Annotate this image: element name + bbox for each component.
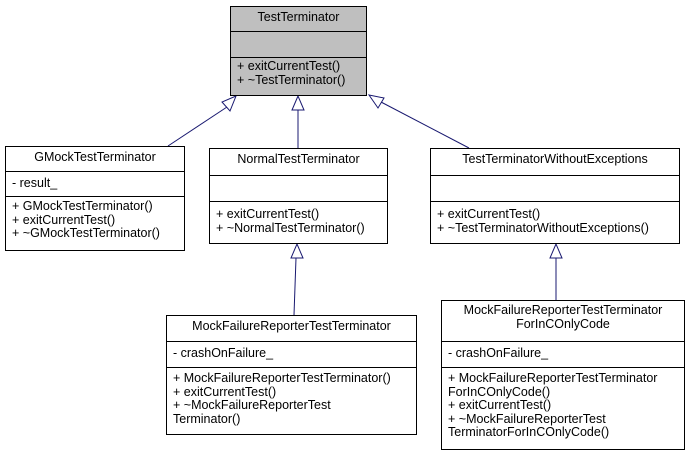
method: + GMockTestTerminator() (12, 199, 153, 213)
class-box-test-terminator[interactable]: TestTerminator + exitCurrentTest() + ~Te… (230, 6, 367, 96)
inherit-arrowhead-icon (291, 94, 305, 111)
method: ForInCOnlyCode() (448, 384, 551, 399)
edge-withoutexceptions-to-testterminator (367, 94, 470, 149)
attributes-section (231, 31, 366, 57)
class-name: TestTerminatorWithoutExceptions (462, 152, 648, 166)
attribute: - crashOnFailure_ (173, 346, 274, 360)
class-name-line: ForInCOnlyCode (516, 316, 610, 331)
methods-section: + GMockTestTerminator() + exitCurrentTes… (6, 196, 184, 243)
inherit-arrowhead-icon (221, 95, 237, 112)
method: + ~TestTerminator() (237, 72, 346, 87)
methods-section: + exitCurrentTest() + ~TestTerminator() (231, 57, 366, 89)
attribute: - result_ (12, 176, 58, 190)
attributes-section: - result_ (6, 171, 184, 196)
attributes-section: - crashOnFailure_ (167, 341, 416, 367)
attributes-section: - crashOnFailure_ (442, 341, 684, 367)
edge-normal-to-testterminator (291, 94, 305, 148)
method: + MockFailureReporterTestTerminator (448, 371, 658, 385)
class-box-gmock-test-terminator[interactable]: GMockTestTerminator - result_ + GMockTes… (5, 146, 185, 251)
method: + ~MockFailureReporterTest (173, 398, 331, 412)
method: + exitCurrentTest() (448, 398, 552, 412)
class-name: NormalTestTerminator (237, 152, 360, 166)
class-box-test-terminator-without-exceptions[interactable]: TestTerminatorWithoutExceptions + exitCu… (430, 148, 680, 244)
class-box-mock-failure-reporter-test-terminator-for-inc-only-code[interactable]: MockFailureReporterTestTerminator ForInC… (441, 300, 685, 450)
class-name: MockFailureReporterTestTerminator (192, 319, 391, 333)
methods-section: + MockFailureReporterTestTerminator() + … (167, 367, 416, 428)
methods-section: + exitCurrentTest() + ~TestTerminatorWit… (431, 201, 679, 237)
method: + MockFailureReporterTestTerminator() (173, 371, 391, 385)
methods-section: + exitCurrentTest() + ~NormalTestTermina… (210, 201, 387, 237)
method: Terminator() (173, 411, 241, 426)
method: + exitCurrentTest() (173, 384, 277, 399)
class-name: GMockTestTerminator (34, 150, 156, 164)
class-box-normal-test-terminator[interactable]: NormalTestTerminator + exitCurrentTest()… (209, 148, 388, 244)
method: + exitCurrentTest() (12, 212, 116, 227)
attribute: - crashOnFailure_ (448, 346, 549, 360)
method: + exitCurrentTest() (237, 59, 341, 73)
inherit-arrowhead-icon (549, 242, 563, 259)
method: + exitCurrentTest() (437, 207, 541, 221)
method: + ~TestTerminatorWithoutExceptions() (437, 220, 649, 235)
method: + ~NormalTestTerminator() (216, 220, 365, 235)
methods-section: + MockFailureReporterTestTerminator ForI… (442, 367, 684, 442)
inherit-arrowhead-icon (367, 94, 385, 109)
method: + ~MockFailureReporterTest (448, 411, 606, 426)
class-name-line: MockFailureReporterTestTerminator (463, 303, 663, 317)
edge-mockfailureforinc-to-withoutexceptions (549, 242, 563, 300)
method: + exitCurrentTest() (216, 207, 320, 221)
method: TerminatorForInCOnlyCode() (448, 425, 610, 439)
inherit-arrowhead-icon (290, 242, 304, 259)
method: + ~GMockTestTerminator() (12, 226, 160, 240)
edge-gmock-to-testterminator (167, 95, 237, 147)
attributes-section (431, 175, 679, 201)
class-box-mock-failure-reporter-test-terminator[interactable]: MockFailureReporterTestTerminator - cras… (166, 315, 417, 435)
edge-mockfailure-to-normal (290, 242, 304, 316)
class-name: MockFailureReporterTestTerminator ForInC… (442, 301, 684, 341)
attributes-section (210, 175, 387, 201)
class-name: TestTerminator (257, 10, 340, 24)
